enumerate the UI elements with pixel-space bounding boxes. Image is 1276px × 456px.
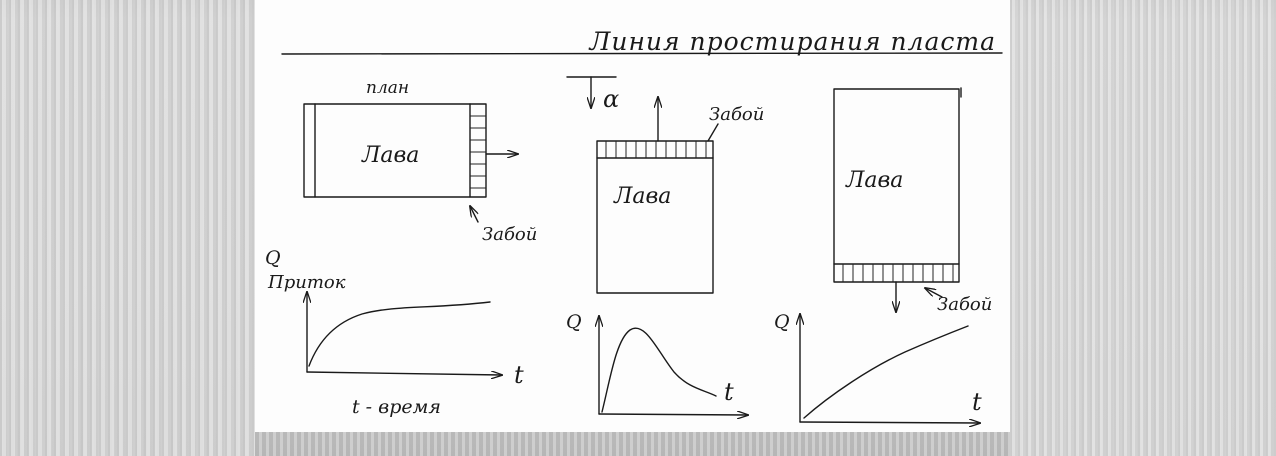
left-graph-x-axis bbox=[306, 372, 502, 375]
inflow-label: Приток bbox=[267, 272, 346, 293]
rising-curve bbox=[803, 325, 969, 419]
paper-sheet bbox=[255, 0, 1010, 432]
dip-label: α bbox=[603, 85, 619, 113]
middle-axis-q-label: Q bbox=[566, 311, 582, 333]
left-lava-rectangle bbox=[303, 103, 487, 198]
left-face-pointer bbox=[470, 206, 479, 223]
title-underline bbox=[281, 52, 1003, 55]
right-face-pointer bbox=[925, 288, 943, 298]
right-axis-q-label: Q bbox=[774, 311, 790, 333]
right-lava-label: Лава bbox=[845, 168, 903, 193]
left-axis-q-label: Q bbox=[265, 247, 281, 269]
time-label: t - время bbox=[352, 396, 441, 418]
scan-left-margin bbox=[0, 0, 255, 456]
middle-lava-rectangle bbox=[596, 140, 714, 294]
right-graph-x-axis bbox=[799, 422, 980, 423]
middle-face-label: Забой bbox=[709, 104, 764, 125]
scan-right-margin bbox=[1010, 0, 1276, 456]
left-face-hatching bbox=[470, 115, 486, 189]
left-face-label: Забой bbox=[482, 224, 537, 245]
left-lava-label: Лава bbox=[361, 143, 419, 168]
right-axis-t-label: t bbox=[972, 388, 982, 416]
middle-face-hatching bbox=[605, 141, 707, 158]
middle-lava-label: Лава bbox=[613, 184, 671, 209]
peak-curve bbox=[601, 327, 717, 413]
right-face-label: Забой bbox=[937, 294, 992, 315]
right-face-hatching bbox=[842, 264, 954, 282]
title-text: Линия простирания пласта bbox=[587, 27, 996, 56]
middle-axis-t-label: t bbox=[724, 378, 734, 406]
left-axis-t-label: t bbox=[514, 361, 524, 389]
inflow-curve bbox=[308, 301, 491, 367]
middle-face-pointer bbox=[707, 123, 719, 142]
plan-label: план bbox=[366, 78, 409, 98]
middle-graph-x-axis bbox=[598, 414, 748, 415]
